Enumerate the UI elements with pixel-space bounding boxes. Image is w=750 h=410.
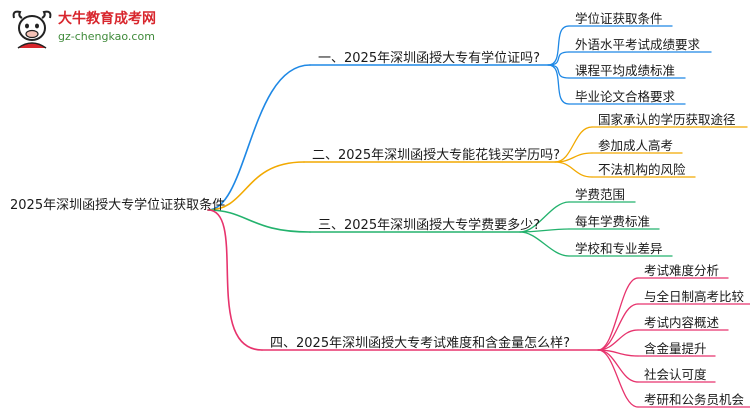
leaf-label: 考研和公务员机会 [644, 392, 745, 407]
leaf-label: 含金量提升 [644, 341, 707, 356]
leaf-label: 课程平均成绩标准 [575, 63, 676, 78]
leaf-label: 每年学费标准 [575, 214, 651, 229]
site-logo[interactable]: 大牛教育成考网 gz-chengkao.com [10, 6, 170, 52]
leaf-label: 考试内容概述 [644, 315, 720, 330]
leaf-connector [547, 64, 570, 105]
leaf-connector [597, 303, 639, 351]
leaf-label: 国家承认的学历获取途径 [598, 112, 736, 127]
branch-label: 二、2025年深圳函授大专能花钱买学历吗? [312, 148, 560, 163]
leaf-label: 社会认可度 [644, 367, 707, 382]
leaf-label: 不法机构的风险 [598, 162, 686, 177]
logo-url: gz-chengkao.com [58, 30, 155, 43]
leaf-connector [547, 51, 570, 66]
branch-connector [207, 161, 305, 211]
leaf-label: 学位证获取条件 [575, 11, 663, 26]
leaf-label: 与全日制高考比较 [644, 289, 745, 304]
leaf-label: 学费范围 [575, 187, 626, 202]
leaf-label: 考试难度分析 [644, 263, 720, 278]
leaf-label: 毕业论文合格要求 [575, 89, 676, 104]
branch-label: 四、2025年深圳函授大专考试难度和含金量怎么样? [270, 336, 570, 351]
branch-connector [207, 209, 263, 351]
root-node: 2025年深圳函授大专学位证获取条件 [10, 198, 226, 213]
logo-title: 大牛教育成考网 [58, 11, 156, 27]
leaf-connector [554, 161, 593, 178]
leaf-connector [597, 329, 639, 351]
branch-label: 一、2025年深圳函授大专有学位证吗? [318, 51, 540, 66]
branch-label: 三、2025年深圳函授大专学费要多少? [318, 218, 540, 233]
leaf-connector [597, 277, 639, 351]
leaf-label: 外语水平考试成绩要求 [575, 37, 701, 52]
branch-connector [207, 64, 311, 211]
leaf-connector [519, 201, 570, 233]
leaf-connector [519, 231, 570, 257]
leaf-label: 参加成人高考 [598, 138, 674, 153]
leaf-connector [554, 126, 593, 163]
leaf-connector [547, 25, 570, 66]
leaf-connector [597, 349, 639, 408]
leaf-label: 学校和专业差异 [575, 241, 663, 256]
branch-connector [207, 209, 311, 233]
leaf-connector [547, 64, 570, 79]
bull-mascot-icon [12, 10, 52, 49]
